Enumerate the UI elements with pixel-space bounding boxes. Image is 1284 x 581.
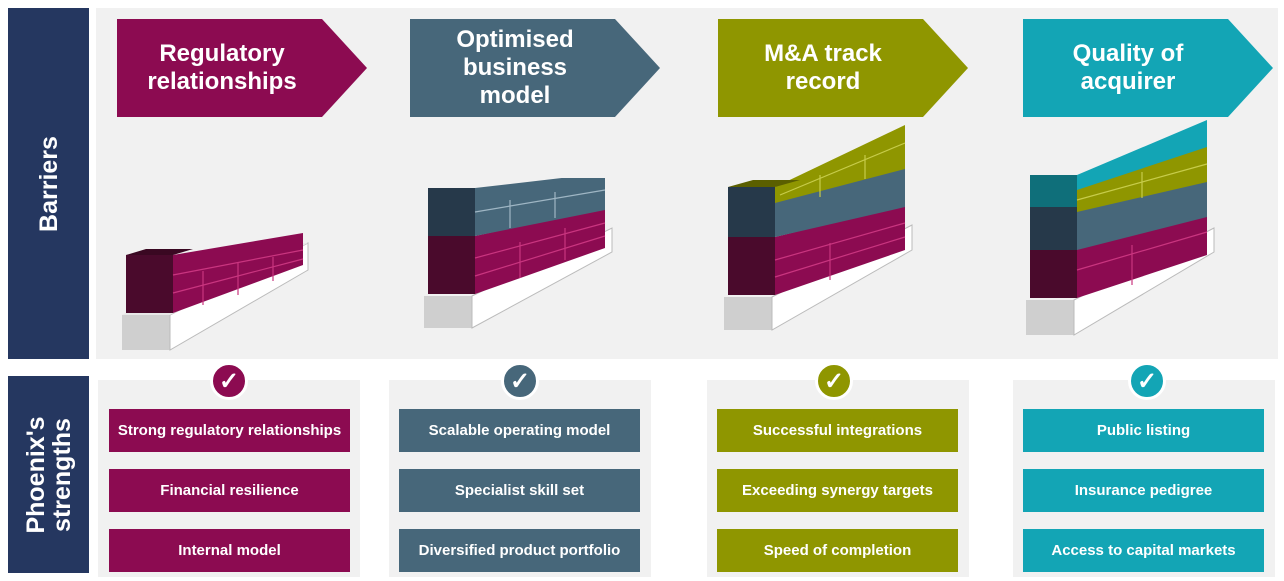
arrow-title: Quality of acquirer [1072, 40, 1184, 95]
strengths-label-line2: strengths [47, 417, 76, 532]
strength-item: Specialist skill set [399, 469, 640, 512]
wall-illustration-3 [724, 125, 913, 331]
arrow-title: M&A track record [764, 40, 882, 95]
strength-item: Successful integrations [717, 409, 958, 452]
barriers-label: Barriers [34, 135, 63, 232]
arrow-ma-track-record: M&A track record [718, 19, 968, 117]
barriers-side-label: Barriers [8, 8, 89, 359]
strength-item: Scalable operating model [399, 409, 640, 452]
strength-item: Financial resilience [109, 469, 350, 512]
strength-item: Diversified product portfolio [399, 529, 640, 572]
wall-illustration-4 [1026, 120, 1215, 336]
check-icon: ✓ [815, 362, 853, 400]
strength-item: Speed of completion [717, 529, 958, 572]
arrow-title: Regulatory relationships [147, 40, 297, 95]
check-icon: ✓ [210, 362, 248, 400]
strengths-label-line1: Phoenix's [21, 415, 50, 534]
strength-item: Exceeding synergy targets [717, 469, 958, 512]
arrow-regulatory-relationships: Regulatory relationships [117, 19, 367, 117]
wall-illustration-2 [424, 178, 613, 329]
strengths-side-label: Phoenix's strengths [8, 376, 89, 573]
wall-illustration-1 [122, 233, 309, 351]
strength-item: Access to capital markets [1023, 529, 1264, 572]
strength-item: Internal model [109, 529, 350, 572]
strength-item: Insurance pedigree [1023, 469, 1264, 512]
strengths-label: Phoenix's strengths [21, 415, 76, 534]
check-icon: ✓ [501, 362, 539, 400]
check-icon: ✓ [1128, 362, 1166, 400]
strength-item: Public listing [1023, 409, 1264, 452]
arrow-quality-of-acquirer: Quality of acquirer [1023, 19, 1273, 117]
arrow-title: Optimised business model [456, 26, 574, 109]
arrow-optimised-business-model: Optimised business model [410, 19, 660, 117]
strength-item: Strong regulatory relationships [109, 409, 350, 452]
